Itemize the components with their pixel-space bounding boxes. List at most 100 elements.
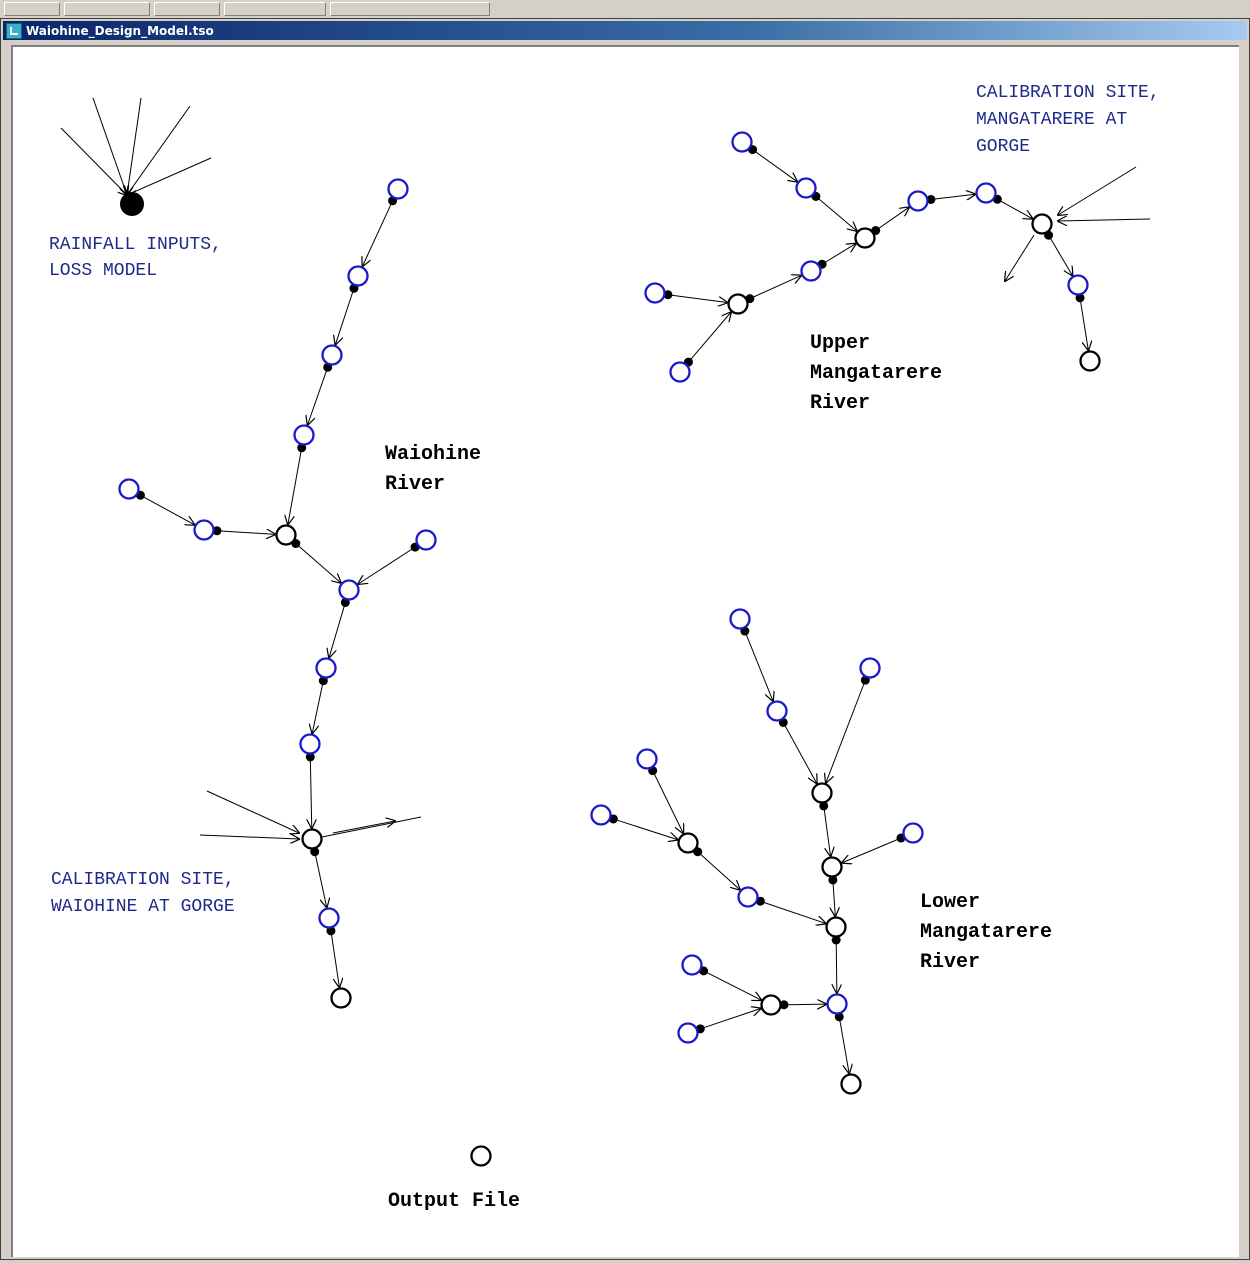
junction-node-icon[interactable] (330, 987, 352, 1009)
subcatchment-node-icon[interactable] (669, 361, 691, 383)
flow-link[interactable] (706, 972, 761, 1000)
flow-link[interactable] (308, 370, 327, 425)
flow-link[interactable] (836, 943, 837, 993)
junction-node-icon[interactable] (821, 856, 843, 878)
flow-link[interactable] (823, 809, 830, 856)
flow-link[interactable] (690, 312, 731, 360)
subcatchment-node-icon[interactable] (737, 886, 759, 908)
junction-node-icon[interactable] (1031, 213, 1053, 235)
subcatchment-node-icon[interactable] (975, 182, 997, 204)
junction-node-icon[interactable] (1079, 350, 1101, 372)
subcatchment-node-icon[interactable] (193, 519, 215, 541)
inflow-arrow[interactable] (127, 105, 191, 195)
flow-link[interactable] (310, 760, 311, 828)
flow-link[interactable] (654, 774, 683, 833)
link-dot[interactable] (926, 194, 936, 204)
link-dot[interactable] (779, 1000, 789, 1010)
inflow-arrow[interactable] (1005, 234, 1035, 281)
link-dot[interactable] (831, 935, 841, 945)
subcatchment-node-icon[interactable] (318, 907, 340, 929)
link-dot[interactable] (663, 290, 673, 300)
junction-node-icon[interactable] (811, 782, 833, 804)
subcatchment-node-icon[interactable] (118, 478, 140, 500)
toolbar-tab[interactable] (154, 2, 220, 16)
flow-link[interactable] (878, 207, 909, 229)
flow-link[interactable] (703, 1009, 760, 1029)
flow-link[interactable] (363, 204, 392, 266)
subcatchment-node-icon[interactable] (415, 529, 437, 551)
flow-link[interactable] (700, 854, 740, 889)
link-dot[interactable] (828, 875, 838, 885)
flow-link[interactable] (220, 531, 275, 534)
output-node-icon[interactable] (470, 1145, 492, 1167)
inflow-arrow[interactable] (332, 821, 395, 834)
subcatchment-node-icon[interactable] (729, 608, 751, 630)
flow-link[interactable] (784, 725, 817, 783)
toolbar-tab[interactable] (4, 2, 60, 16)
toolbar-tab[interactable] (224, 2, 326, 16)
junction-node-icon[interactable] (825, 916, 847, 938)
inflow-arrow[interactable] (1058, 166, 1137, 215)
subcatchment-node-icon[interactable] (766, 700, 788, 722)
flow-link[interactable] (826, 683, 865, 783)
junction-node-icon[interactable] (301, 828, 323, 850)
subcatchment-node-icon[interactable] (321, 344, 343, 366)
flow-link[interactable] (315, 855, 327, 908)
link-dot[interactable] (305, 752, 315, 762)
inflow-arrow[interactable] (60, 127, 127, 195)
subcatchment-node-icon[interactable] (795, 177, 817, 199)
flow-link[interactable] (312, 684, 323, 734)
link-dot[interactable] (212, 526, 222, 536)
flow-link[interactable] (787, 1004, 826, 1005)
flow-link[interactable] (1000, 200, 1033, 218)
subcatchment-node-icon[interactable] (907, 190, 929, 212)
subcatchment-node-icon[interactable] (800, 260, 822, 282)
subcatchment-node-icon[interactable] (387, 178, 409, 200)
inflow-arrow[interactable] (1058, 219, 1151, 221)
subcatchment-node-icon[interactable] (293, 424, 315, 446)
flow-link[interactable] (671, 294, 727, 302)
flow-link[interactable] (745, 634, 773, 701)
flow-link[interactable] (335, 291, 354, 344)
flow-link[interactable] (763, 902, 825, 923)
flow-link[interactable] (329, 606, 345, 657)
subcatchment-node-icon[interactable] (681, 954, 703, 976)
scrollbar[interactable] (1241, 45, 1247, 1257)
flow-link[interactable] (331, 934, 340, 987)
flow-link[interactable] (833, 883, 835, 916)
inflow-arrow[interactable] (127, 157, 212, 195)
flow-link[interactable] (1080, 301, 1089, 350)
outflow-line[interactable] (311, 816, 422, 840)
flow-link[interactable] (358, 548, 413, 584)
subcatchment-node-icon[interactable] (347, 265, 369, 287)
network-diagram[interactable]: RAINFALL INPUTS, LOSS MODEL CALIBRATION … (3, 3, 1250, 1263)
junction-node-icon[interactable] (854, 227, 876, 249)
junction-node-icon[interactable] (840, 1073, 862, 1095)
junction-node-icon[interactable] (275, 524, 297, 546)
junction-node-icon[interactable] (760, 994, 782, 1016)
rainfall-node-icon[interactable] (120, 192, 144, 216)
subcatchment-node-icon[interactable] (902, 822, 924, 844)
flow-link[interactable] (842, 839, 898, 863)
flow-link[interactable] (753, 276, 800, 298)
flow-link[interactable] (288, 451, 302, 524)
subcatchment-node-icon[interactable] (859, 657, 881, 679)
title-bar[interactable]: Waiohine_Design_Model.tso (3, 21, 1247, 40)
flow-link[interactable] (298, 545, 341, 583)
subcatchment-node-icon[interactable] (677, 1022, 699, 1044)
flow-link[interactable] (934, 194, 975, 199)
subcatchment-node-icon[interactable] (731, 131, 753, 153)
toolbar-tab[interactable] (64, 2, 150, 16)
flow-link[interactable] (818, 198, 857, 231)
subcatchment-node-icon[interactable] (636, 748, 658, 770)
inflow-arrow[interactable] (92, 97, 127, 195)
inflow-arrow[interactable] (127, 97, 142, 195)
subcatchment-node-icon[interactable] (826, 993, 848, 1015)
flow-link[interactable] (143, 496, 194, 525)
subcatchment-node-icon[interactable] (338, 579, 360, 601)
flow-link[interactable] (1050, 238, 1073, 276)
flow-link[interactable] (617, 819, 677, 839)
inflow-arrow[interactable] (206, 790, 299, 833)
subcatchment-node-icon[interactable] (590, 804, 612, 826)
subcatchment-node-icon[interactable] (299, 733, 321, 755)
